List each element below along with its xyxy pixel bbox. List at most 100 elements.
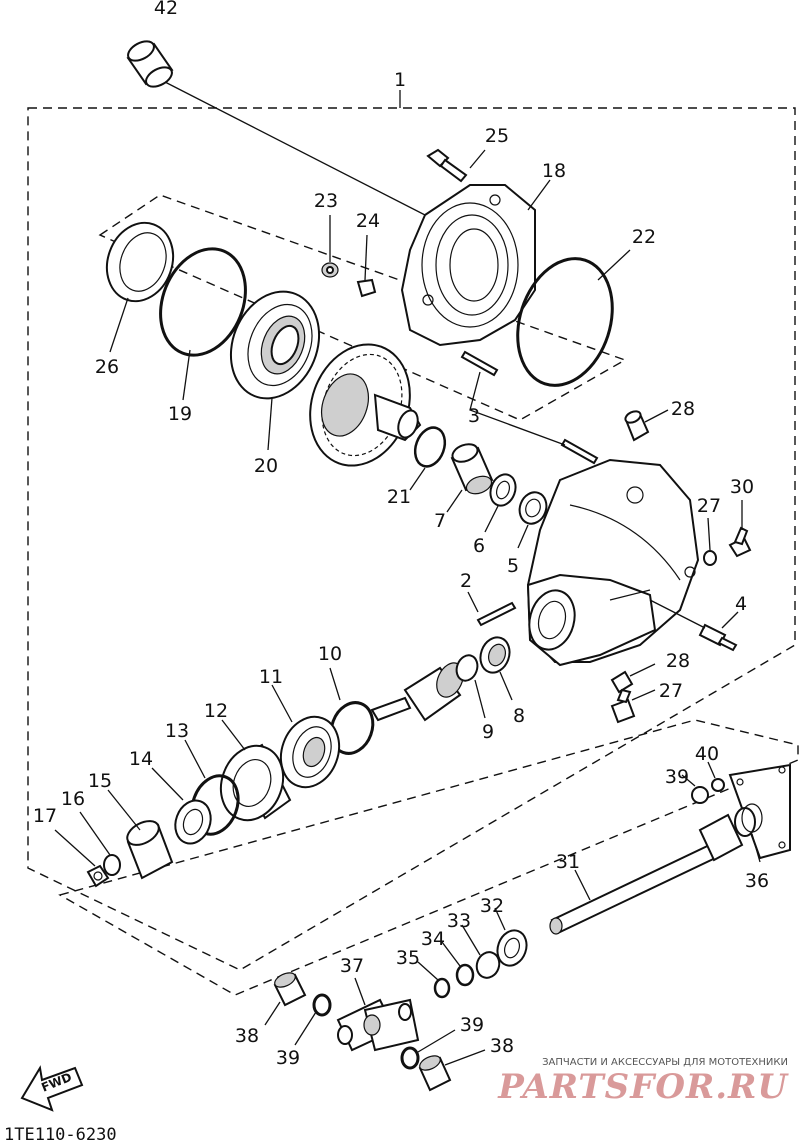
callout-17: 17 xyxy=(33,805,57,827)
callout-24: 24 xyxy=(356,210,380,232)
callout-14: 14 xyxy=(129,748,153,770)
fwd-direction-arrow xyxy=(20,1065,84,1112)
callout-labels: 42 1 25 18 23 24 22 26 3 28 19 20 30 21 … xyxy=(33,0,769,1069)
part-19-o-ring xyxy=(159,247,247,357)
callout-27: 27 xyxy=(659,680,683,702)
leader-31 xyxy=(574,869,591,901)
callout-2: 2 xyxy=(460,570,472,592)
part-23-nut xyxy=(321,262,339,278)
leader-20 xyxy=(267,397,273,451)
callout-4: 4 xyxy=(735,593,747,615)
leader-28-upper xyxy=(707,517,711,551)
leader-13 xyxy=(184,739,206,779)
part-12-bearing-housing xyxy=(219,743,292,822)
callout-42: 42 xyxy=(154,0,178,19)
leader-19 xyxy=(182,349,191,401)
callout-23: 23 xyxy=(314,190,338,212)
callout-22: 22 xyxy=(632,226,656,248)
callout-34: 34 xyxy=(421,928,445,950)
part-4-pin xyxy=(698,623,738,652)
callout-21: 21 xyxy=(387,486,411,508)
part-34-circlip xyxy=(455,963,475,987)
part-25-bolt xyxy=(426,148,468,183)
lower-parts-group-outline xyxy=(58,719,799,996)
part-20-bearing xyxy=(229,290,321,400)
callout-13: 13 xyxy=(165,720,189,742)
callout-15: 15 xyxy=(88,770,112,792)
callout-25: 25 xyxy=(485,125,509,147)
part-39-circlip-left xyxy=(312,993,332,1017)
callout-28-upper: 27 xyxy=(697,495,721,517)
callout-40: 39 xyxy=(665,766,689,788)
part-28-gasket-lower xyxy=(610,670,634,694)
callout-39-left: 39 xyxy=(276,1047,300,1069)
leader-5 xyxy=(517,524,529,549)
watermark-brand: PARTSFOR.RU xyxy=(497,1067,789,1107)
part-36-spring xyxy=(734,803,763,837)
leader-22 xyxy=(597,249,631,281)
drawing-code: 1TE110-6230 xyxy=(4,1125,117,1145)
part-39-circlip-right xyxy=(400,1046,420,1070)
part-3-stud-lower xyxy=(560,438,599,465)
part-6-washer-hole xyxy=(495,480,511,500)
part-38-bearing-cup-right xyxy=(418,1055,452,1092)
part-3-stud-upper xyxy=(460,350,499,377)
part-40-nut xyxy=(691,786,709,804)
callout-33: 33 xyxy=(447,910,471,932)
part-8-bearing xyxy=(479,636,511,674)
part-17-nut xyxy=(86,864,110,888)
callout-20: 20 xyxy=(254,455,278,477)
part-41-washer xyxy=(711,778,725,792)
leader-29 xyxy=(644,409,669,423)
part-31-drive-shaft xyxy=(549,813,744,935)
callout-16: 16 xyxy=(61,788,85,810)
part-10-shim xyxy=(329,701,375,755)
leader-32 xyxy=(494,907,506,931)
leader-16 xyxy=(79,811,111,856)
part-21-shim xyxy=(413,426,447,468)
leader-3 xyxy=(469,371,566,446)
callout-38-right: 38 xyxy=(490,1035,514,1057)
leader-11 xyxy=(271,684,293,723)
part-35-circlip xyxy=(433,977,451,999)
part-5-bushing xyxy=(518,491,548,525)
callout-11: 11 xyxy=(259,666,283,688)
part-38-bearing-cup-left xyxy=(273,972,307,1007)
callout-26: 26 xyxy=(95,356,119,378)
assembly-boundary xyxy=(27,107,796,971)
leader-42 xyxy=(164,81,471,239)
part-37-universal-joint xyxy=(336,998,420,1052)
leader-39-left xyxy=(294,1011,317,1046)
callout-7: 7 xyxy=(434,510,446,532)
leader-9 xyxy=(474,679,486,719)
callout-9: 9 xyxy=(482,721,494,743)
callout-38-left: 38 xyxy=(235,1025,259,1047)
leader-35 xyxy=(417,961,439,981)
callout-37: 37 xyxy=(340,955,364,977)
callout-1: 1 xyxy=(394,69,406,91)
leader-38-right xyxy=(444,1049,486,1066)
part-9-collar xyxy=(455,654,479,682)
callout-10: 10 xyxy=(318,643,342,665)
watermark: ЗАПЧАСТИ И АКСЕССУАРЫ ДЛЯ МОТОТЕХНИКИ PA… xyxy=(497,1057,789,1107)
leader-37 xyxy=(354,977,366,1006)
leader-24 xyxy=(364,234,368,281)
leader-36 xyxy=(751,833,761,863)
leader-6 xyxy=(484,505,499,533)
callout-36: 36 xyxy=(745,870,769,892)
callout-12: 12 xyxy=(204,700,228,722)
leader-8 xyxy=(499,671,513,701)
part-18-bearing-cover xyxy=(400,184,536,347)
part-26-oil-seal xyxy=(105,221,175,303)
callout-6: 6 xyxy=(473,535,485,557)
watermark-tagline: ЗАПЧАСТИ И АКСЕССУАРЫ ДЛЯ МОТОТЕХНИКИ xyxy=(542,1057,788,1068)
leader-17 xyxy=(54,829,96,867)
part-11-bearing xyxy=(279,715,341,789)
callout-8: 8 xyxy=(513,705,525,727)
callout-3: 3 xyxy=(468,405,480,427)
part-15-dust-boot xyxy=(126,820,174,880)
part-16-washer xyxy=(103,854,121,876)
part-28-gasket-upper xyxy=(703,550,717,566)
callout-35: 35 xyxy=(396,947,420,969)
